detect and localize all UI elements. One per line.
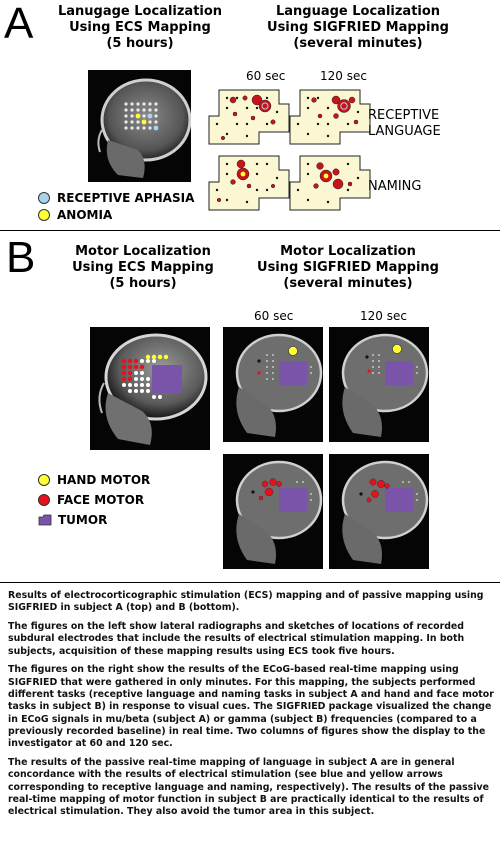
receptive-aphasia-swatch	[38, 191, 50, 204]
panel-b-sigfried-title-line2: Using SIGFRIED Mapping	[257, 260, 439, 275]
anomia-site	[135, 113, 141, 119]
legend-receptive-aphasia: RECEPTIVE APHASIA	[38, 189, 194, 206]
caption-paragraph-2: The figures on the left show lateral rad…	[8, 621, 465, 657]
panel-a-ecs-title: Lanugage Localization Using ECS Mapping …	[40, 4, 240, 52]
panel-b-face-60-image	[223, 454, 323, 569]
panel-b-hand-120	[329, 327, 429, 442]
panel-b-time-120: 120 sec	[360, 309, 407, 323]
caption-paragraph-1: Results of electrocorticographic stimula…	[8, 590, 484, 614]
legend-hand-motor: HAND MOTOR	[38, 470, 150, 490]
legend-tumor-label: TUMOR	[58, 513, 108, 527]
receptive-aphasia-site	[153, 125, 159, 131]
panel-b-letter: B	[6, 233, 36, 282]
legend-hand-motor-label: HAND MOTOR	[57, 473, 151, 487]
panel-a-grid-naming-60	[208, 155, 290, 211]
legend-receptive-aphasia-label: RECEPTIVE APHASIA	[57, 190, 195, 205]
panel-b-ecs-radiograph	[90, 327, 210, 450]
panel-b-face-120-image	[329, 454, 429, 569]
panel-a-sigfried-title-line1: Language Localization	[275, 4, 441, 19]
panel-a-sigfried-title: Language Localization Using SIGFRIED Map…	[238, 4, 478, 52]
receptive-aphasia-site	[147, 113, 153, 119]
panel-b-hand-120-image	[329, 327, 429, 442]
divider-caption	[0, 582, 500, 583]
panel-a-letter: A	[4, 0, 34, 48]
anomia-swatch	[38, 208, 50, 221]
legend-tumor: TUMOR	[38, 510, 150, 530]
receptive-language-label: RECEPTIVE LANGUAGE	[368, 108, 441, 140]
naming-label: NAMING	[368, 179, 422, 194]
anomia-site	[141, 119, 147, 125]
receptive-language-label-line1: RECEPTIVE	[368, 108, 440, 123]
panel-b-legend: HAND MOTOR FACE MOTOR TUMOR	[38, 470, 150, 530]
face-motor-swatch	[38, 494, 50, 506]
panel-b-ecs-title-line3: (5 hours)	[109, 276, 177, 291]
panel-b-hand-60-image	[223, 327, 323, 442]
panel-b-sigfried-title-line3: (several minutes)	[283, 276, 413, 291]
receptive-language-label-line2: LANGUAGE	[368, 124, 441, 139]
panel-b-ecs-title-line1: Motor Localization	[75, 244, 211, 259]
panel-b-skull-image	[90, 327, 210, 450]
legend-face-motor-label: FACE MOTOR	[57, 493, 145, 507]
panel-a-ecs-title-line3: (5 hours)	[106, 36, 174, 51]
panel-a-sigfried-title-line3: (several minutes)	[293, 36, 423, 51]
caption-paragraph-3: The figures on the right show the result…	[8, 664, 494, 750]
panel-a-time-120: 120 sec	[320, 69, 367, 83]
panel-a-skull-image	[88, 70, 191, 182]
panel-a-grid-naming-120	[289, 155, 371, 211]
legend-anomia: ANOMIA	[38, 206, 194, 223]
panel-b-hand-60	[223, 327, 323, 442]
panel-b-ecs-title: Motor Localization Using ECS Mapping (5 …	[48, 244, 238, 292]
panel-a-time-60: 60 sec	[246, 69, 286, 83]
panel-b-sigfried-title-line1: Motor Localization	[280, 244, 416, 259]
panel-a-ecs-title-line1: Lanugage Localization	[57, 4, 223, 19]
panel-b-ecs-title-line2: Using ECS Mapping	[72, 260, 214, 275]
legend-face-motor: FACE MOTOR	[38, 490, 150, 510]
panel-a-sigfried-title-line2: Using SIGFRIED Mapping	[267, 20, 449, 35]
divider-a-b	[0, 230, 500, 231]
panel-a-grid-receptive-60	[208, 89, 290, 145]
panel-a-ecs-radiograph	[88, 70, 191, 182]
panel-b-face-120	[329, 454, 429, 569]
panel-b-sigfried-title: Motor Localization Using SIGFRIED Mappin…	[228, 244, 468, 292]
panel-a-ecs-title-line2: Using ECS Mapping	[69, 20, 211, 35]
tumor-icon	[38, 514, 52, 526]
panel-b-face-60	[223, 454, 323, 569]
figure-caption: Results of electrocorticographic stimula…	[8, 590, 494, 825]
panel-b-time-60: 60 sec	[254, 309, 294, 323]
hand-motor-swatch	[38, 474, 50, 486]
caption-paragraph-4: The results of the passive real-time map…	[8, 757, 489, 818]
legend-anomia-label: ANOMIA	[57, 207, 113, 222]
panel-a-grid-receptive-120	[289, 89, 371, 145]
panel-a-legend: RECEPTIVE APHASIA ANOMIA	[38, 189, 194, 223]
